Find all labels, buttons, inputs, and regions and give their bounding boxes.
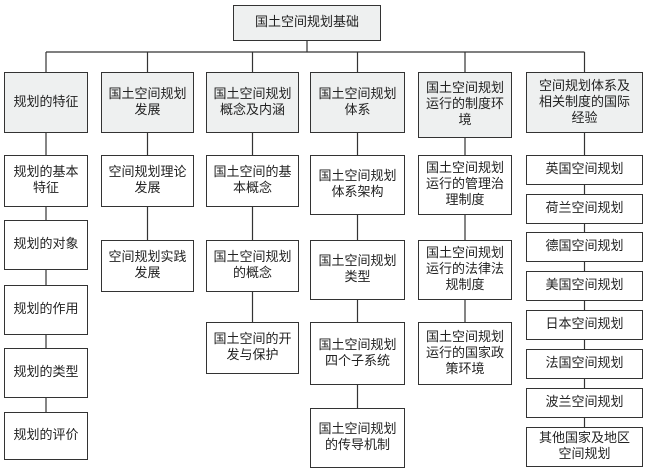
topic-node: 荷兰空间规划 <box>526 194 643 224</box>
topic-node: 规划的对象 <box>4 220 88 270</box>
topic-node: 国土空间规划运行的法律法规制度 <box>418 240 512 300</box>
topic-node: 规划的基本特征 <box>4 155 88 207</box>
topic-node: 国土空间规划的传导机制 <box>310 408 405 468</box>
topic-node: 国土空间的开发与保护 <box>206 322 299 374</box>
topic-node: 国土空间规划的概念 <box>206 240 299 292</box>
category-node: 国土空间规划体系 <box>310 72 405 133</box>
topic-node: 英国空间规划 <box>526 155 643 185</box>
topic-node: 规划的类型 <box>4 348 88 398</box>
topic-node: 国土空间规划运行的管理治理制度 <box>418 155 512 215</box>
category-node: 国土空间规划发展 <box>101 72 194 133</box>
category-node: 国土空间规划运行的制度环境 <box>418 72 512 138</box>
category-node: 规划的特征 <box>4 72 88 133</box>
topic-node: 国土空间的基本概念 <box>206 155 299 207</box>
topic-node: 国土空间规划体系架构 <box>310 155 405 215</box>
topic-node: 空间规划理论发展 <box>101 155 194 207</box>
topic-node: 美国空间规划 <box>526 271 643 301</box>
topic-node: 空间规划实践发展 <box>101 240 194 292</box>
topic-node: 法国空间规划 <box>526 349 643 379</box>
topic-node: 规划的评价 <box>4 412 88 460</box>
root-node: 国土空间规划基础 <box>233 5 381 41</box>
topic-node: 国土空间规划四个子系统 <box>310 322 405 385</box>
category-node: 国土空间规划概念及内涵 <box>206 72 299 133</box>
topic-node: 波兰空间规划 <box>526 388 643 418</box>
topic-node: 规划的作用 <box>4 285 88 335</box>
topic-node: 国土空间规划类型 <box>310 240 405 300</box>
category-node: 空间规划体系及相关制度的国际经验 <box>526 72 643 133</box>
topic-node: 国土空间规划运行的国家政策环境 <box>418 322 512 385</box>
topic-node: 日本空间规划 <box>526 310 643 340</box>
topic-node: 德国空间规划 <box>526 232 643 262</box>
topic-node: 其他国家及地区空间规划 <box>526 427 643 467</box>
